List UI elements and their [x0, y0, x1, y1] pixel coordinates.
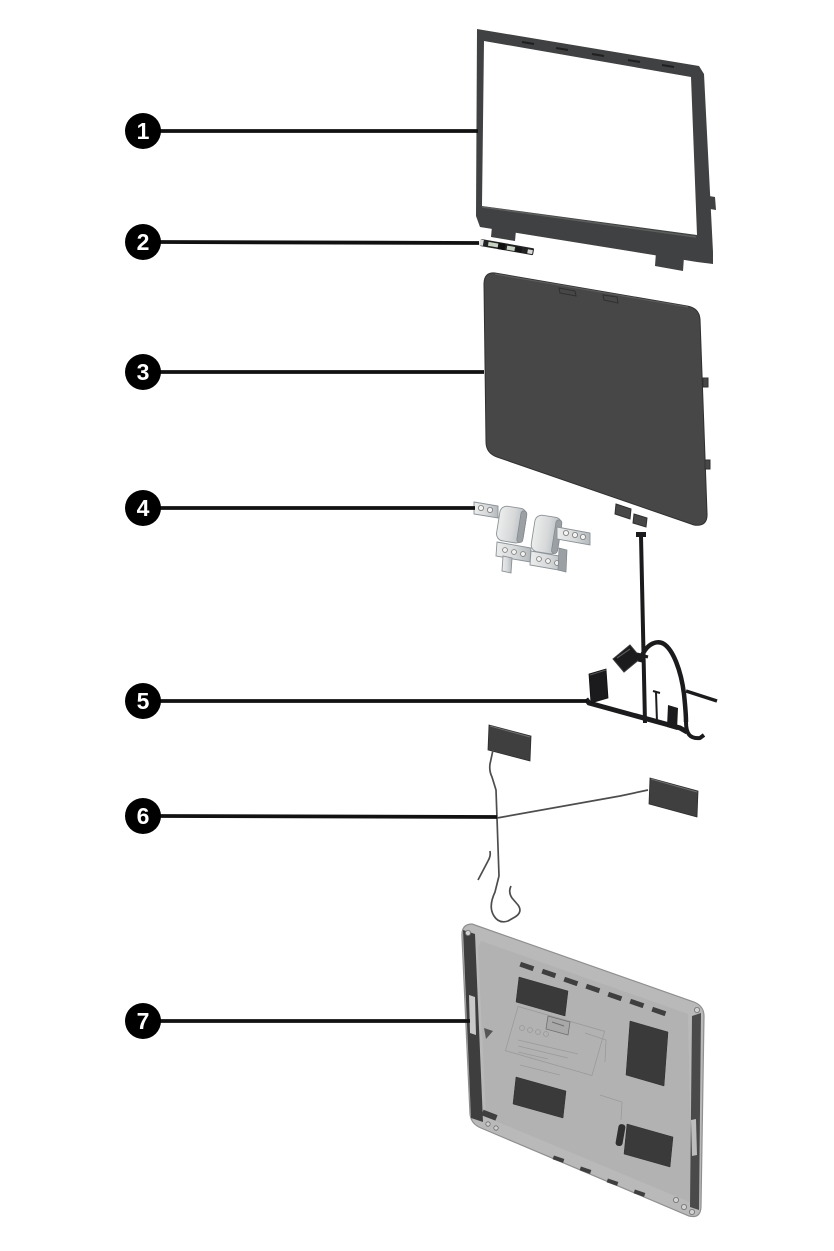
cover-top-edge-hatch	[519, 961, 667, 1017]
connector-highlight	[616, 648, 631, 659]
antenna-pad-left	[487, 724, 532, 762]
cover-antenna-pads	[512, 976, 674, 1168]
callout-5: 5	[125, 683, 587, 719]
cable-thin-stub	[652, 690, 661, 723]
cover-center-slot	[615, 1124, 626, 1147]
cable-bottom-bar	[584, 697, 689, 735]
antenna-kit-illustration	[477, 724, 699, 923]
panel-body	[483, 272, 708, 526]
cover-tiny-mark-icon	[484, 1028, 493, 1039]
cable-top-connector	[636, 532, 646, 537]
cover-top-right-screw	[694, 1007, 701, 1014]
callout-1: 1	[125, 113, 478, 149]
right-hinge	[529, 514, 591, 573]
left-rail-slot	[469, 995, 476, 1035]
cable-vertical-run	[639, 535, 647, 724]
camera-chip	[515, 246, 523, 253]
left-hinge	[473, 501, 532, 574]
cable-foot-hook	[684, 721, 706, 741]
callout-7-circle	[125, 1003, 161, 1039]
cover-right-hinge-rail	[690, 1013, 701, 1210]
bezel-chin-highlight	[481, 206, 697, 238]
back-cover-illustration	[461, 923, 705, 1218]
flag-highlight	[589, 669, 607, 676]
bezel-bottom-tabs	[491, 226, 684, 271]
cover-label-block	[484, 1005, 606, 1077]
bezel-top-edge-notches	[521, 41, 675, 68]
callout-1-circle	[125, 113, 161, 149]
antenna-pad-right	[648, 777, 699, 818]
camera-pcb-pad-1	[487, 241, 499, 248]
camera-left-cap	[478, 239, 484, 246]
callout-2-circle	[125, 224, 161, 260]
display-bezel-illustration	[476, 29, 716, 271]
right-rail-slot	[691, 1119, 697, 1156]
cable-right-branch	[685, 689, 718, 703]
leader-line-2	[159, 240, 480, 245]
callout-5-number: 5	[137, 688, 150, 714]
callout-1-number: 1	[137, 118, 150, 144]
callout-3-number: 3	[137, 359, 150, 385]
display-panel-illustration	[483, 272, 711, 528]
cable-square-connector	[612, 644, 642, 673]
callout-3: 3	[125, 354, 484, 390]
cable-arc	[637, 640, 689, 723]
camera-pcb-pad-2	[506, 245, 516, 251]
callout-6: 6	[125, 798, 498, 834]
bezel-screen-opening	[482, 41, 697, 235]
callout-3-circle	[125, 354, 161, 390]
panel-tabs	[558, 287, 711, 528]
callout-7: 7	[125, 1003, 470, 1039]
display-cable-illustration	[584, 532, 718, 741]
cover-mini-sticker	[545, 1015, 571, 1036]
panel-top-highlight	[494, 273, 689, 308]
callout-7-number: 7	[137, 1008, 150, 1034]
hinge-kit-illustration	[473, 501, 591, 574]
camera-lens-icon	[497, 242, 506, 251]
cover-top-left-screw	[464, 930, 471, 937]
callout-4: 4	[125, 490, 475, 526]
antenna-pad-right-highlight	[650, 778, 698, 793]
callout-4-number: 4	[137, 495, 150, 521]
antenna-pad-left-highlight	[489, 725, 531, 738]
antenna-wires	[477, 749, 649, 923]
cable-left-flag	[588, 668, 609, 704]
camera-module-illustration	[478, 239, 535, 256]
callout-6-number: 6	[137, 803, 150, 829]
callout-5-circle	[125, 683, 161, 719]
cable-wide-stub	[667, 705, 678, 730]
callout-2-number: 2	[137, 229, 150, 255]
cover-bottom-edge-details	[481, 1109, 696, 1216]
bezel-right-edge-tab	[709, 196, 716, 210]
leader-line-6	[159, 814, 498, 819]
callout-2: 2	[125, 224, 480, 260]
cover-faint-seams	[519, 1032, 623, 1121]
callout-6-circle	[125, 798, 161, 834]
camera-right-cap	[527, 249, 533, 255]
callout-4-circle	[125, 490, 161, 526]
